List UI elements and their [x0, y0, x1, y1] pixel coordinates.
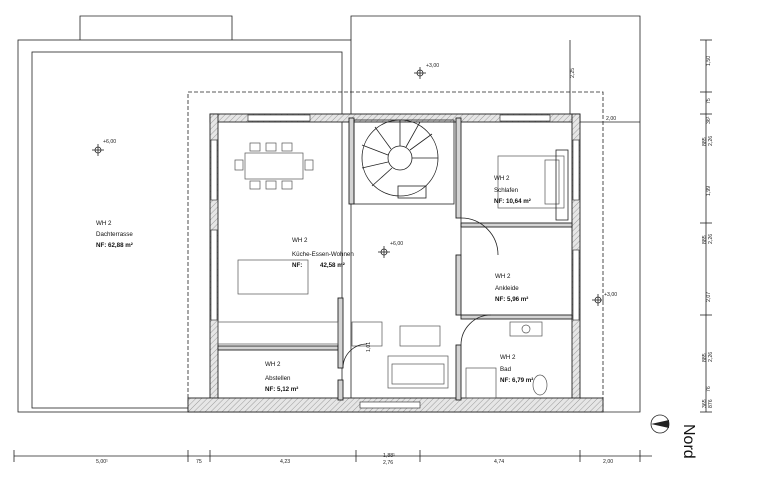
svg-text:WH 2: WH 2: [500, 354, 516, 361]
dim-bottom-3: 1,88¹: [383, 453, 395, 459]
dim-bottom-6: 2,00: [603, 459, 613, 465]
dim-right-9: 2,07: [706, 292, 712, 302]
svg-text:NF: 62,88 m²: NF: 62,88 m²: [96, 242, 133, 249]
svg-text:Abstellen: Abstellen: [265, 375, 291, 382]
dim-right-small: 2,00: [606, 116, 616, 122]
svg-text:Dachterrasse: Dachterrasse: [96, 231, 133, 238]
svg-text:NF: 5,12 m²: NF: 5,12 m²: [265, 386, 298, 393]
dim-right-4: 885: [702, 137, 708, 146]
room-label-kueche: WH 2 Küche-Essen-Wohnen NF: 42,58 m²: [292, 237, 354, 269]
svg-text:Ankleide: Ankleide: [495, 285, 519, 292]
north-arrow-icon: Nord: [650, 414, 697, 459]
svg-text:+3,00: +3,00: [426, 63, 439, 69]
svg-text:Bad: Bad: [500, 366, 512, 373]
dim-bottom-4: 2,76: [383, 460, 393, 466]
svg-text:42,58 m²: 42,58 m²: [320, 262, 345, 269]
level-marker-right: +3,00: [592, 292, 617, 306]
dim-bottom-0: 5,00¹: [96, 459, 108, 465]
dim-right-11: 2,26: [708, 352, 714, 362]
kitchen-counter: [217, 321, 339, 345]
bed: [497, 149, 569, 221]
dim-right-2: 75: [706, 98, 712, 104]
dining-table: [234, 142, 314, 190]
level-marker-terrasse: +6,00: [92, 139, 116, 156]
svg-text:Küche-Essen-Wohnen: Küche-Essen-Wohnen: [292, 251, 354, 258]
dim-right-14: 876: [708, 399, 714, 408]
room-label-ankleide: WH 2 Ankleide NF: 5,96 m²: [495, 273, 528, 303]
dim-right-6: 1,99: [706, 186, 712, 196]
dim-bottom-1: 75: [196, 459, 202, 465]
right-dimension-line: 1,50 2,25 75 36¹ 885 2,26 1,99 885 2,26 …: [569, 39, 714, 413]
dim-right-13: 365: [702, 399, 708, 408]
svg-text:WH 2: WH 2: [96, 220, 112, 227]
svg-text:+6,00: +6,00: [103, 139, 116, 145]
dim-right-0: 1,50: [706, 56, 712, 66]
level-marker-top: +3,00: [414, 63, 439, 79]
dim-right-8: 2,26: [708, 234, 714, 244]
dim-bottom-5: 4,74: [494, 459, 504, 465]
svg-text:Schlafen: Schlafen: [494, 187, 519, 194]
svg-text:NF: 6,79 m²: NF: 6,79 m²: [500, 377, 533, 384]
terrace-outline: [17, 15, 641, 413]
svg-text:NF: 5,96 m²: NF: 5,96 m²: [495, 296, 528, 303]
room-label-bad: WH 2 Bad NF: 6,79 m²: [500, 354, 533, 384]
dim-bottom-2: 4,23: [280, 459, 290, 465]
bottom-dimension-line: 5,00¹ 75 4,23 1,88¹ 2,76 4,74 2,00: [13, 450, 652, 466]
bathroom-fixtures: [465, 321, 548, 399]
building-walls: [187, 113, 604, 413]
svg-text:WH 2: WH 2: [494, 175, 510, 182]
doors: [342, 217, 499, 369]
spiral-stair: [353, 119, 455, 205]
svg-text:WH 2: WH 2: [292, 237, 308, 244]
dim-right-3: 36¹: [706, 116, 712, 124]
svg-text:NF: 10,64 m²: NF: 10,64 m²: [494, 198, 531, 205]
dim-right-7: 885: [702, 235, 708, 244]
room-label-abstellen: WH 2 Abstellen NF: 5,12 m²: [265, 361, 298, 393]
north-label: Nord: [680, 424, 697, 459]
svg-text:+3,00: +3,00: [604, 292, 617, 298]
dim-right-5: 2,26: [708, 136, 714, 146]
svg-text:NF:: NF:: [292, 262, 302, 269]
room-label-schlafen: WH 2 Schlafen NF: 10,64 m²: [494, 175, 531, 205]
level-marker-kueche: +6,00: [378, 241, 403, 258]
room-label-terrasse: WH 2 Dachterrasse NF: 62,88 m²: [96, 220, 133, 249]
svg-text:+6,00: +6,00: [390, 241, 403, 247]
dim-right-12: 76: [706, 386, 712, 392]
kitchen-island: [237, 259, 309, 295]
svg-text:WH 2: WH 2: [265, 361, 281, 368]
living-furniture: [351, 321, 449, 389]
stair-dimension: 1,01: [366, 342, 372, 352]
dim-right-10: 885: [702, 353, 708, 362]
svg-text:WH 2: WH 2: [495, 273, 511, 280]
dim-right-1: 2,25: [570, 68, 576, 78]
